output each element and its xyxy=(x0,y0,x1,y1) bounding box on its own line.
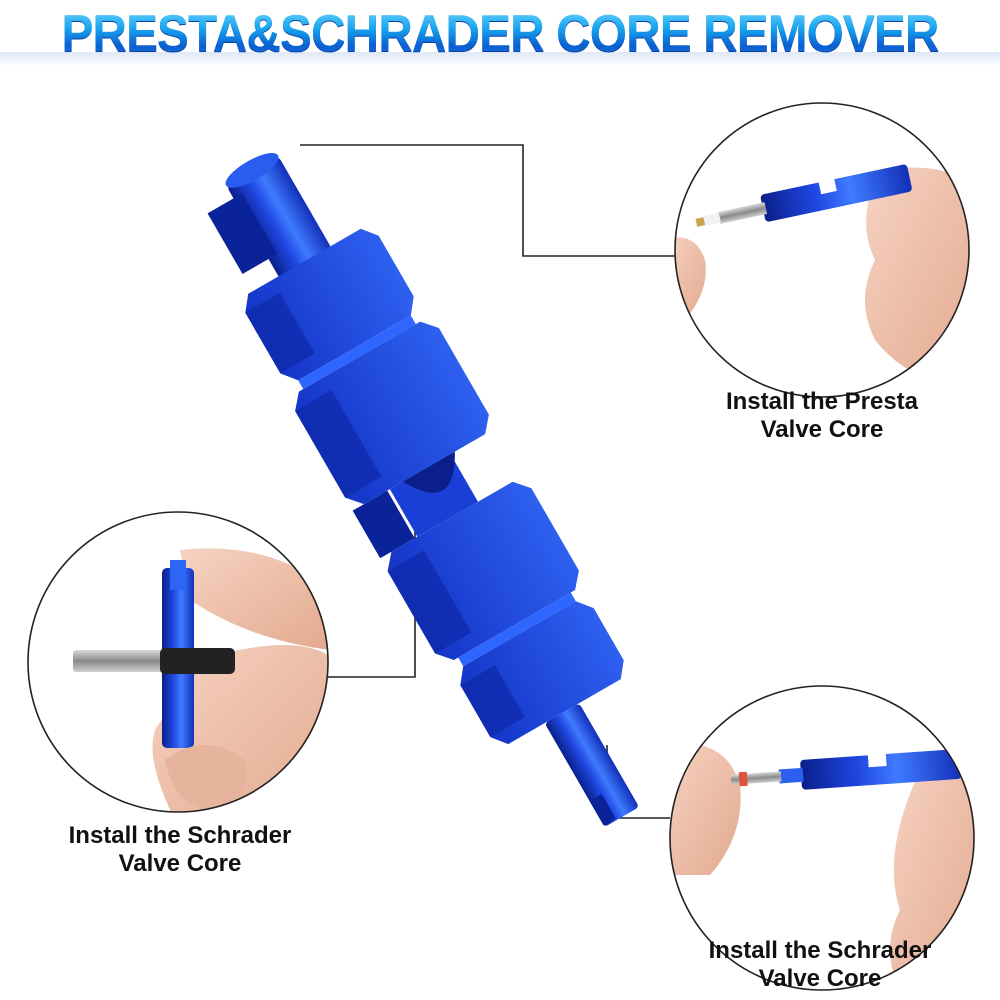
connector-presta xyxy=(300,144,676,257)
caption-schrader-left: Install the Schrader Valve Core xyxy=(68,822,292,877)
schrader-left-demo-photo xyxy=(28,512,328,812)
core-remover-tool xyxy=(207,153,638,826)
product-title: PRESTA&SCHRADER CORE REMOVER xyxy=(40,4,960,64)
caption-presta: Install the Presta Valve Core xyxy=(725,388,919,443)
schrader-right-circle-frame xyxy=(669,685,975,991)
caption-schrader-right: Install the Schrader Valve Core xyxy=(708,937,932,992)
presta-demo-photo xyxy=(675,103,969,397)
schrader-left-circle-frame xyxy=(27,511,329,813)
title-reflection xyxy=(0,52,1000,66)
presta-circle-frame xyxy=(674,102,970,398)
